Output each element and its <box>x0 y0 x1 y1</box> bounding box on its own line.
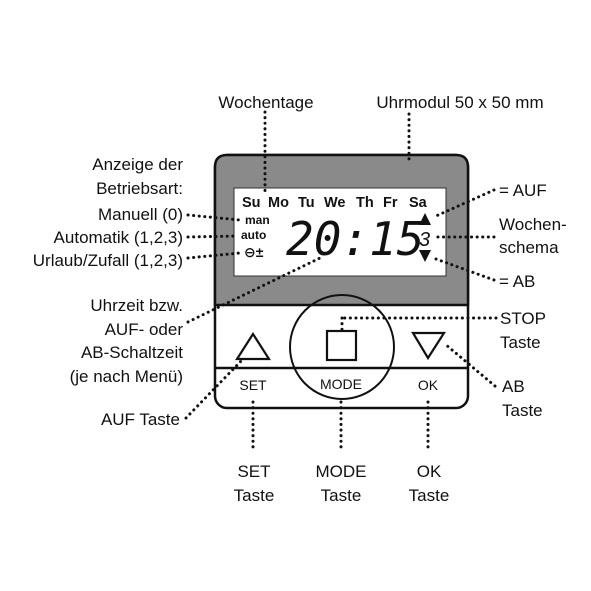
leader-ab <box>434 257 496 282</box>
lcd-mode-man: man <box>245 213 270 227</box>
label-set-1: SET <box>237 462 270 481</box>
label-time-4: (je nach Menü) <box>70 367 183 386</box>
label-time-3: AB-Schaltzeit <box>81 343 183 362</box>
leader-ab-key <box>443 342 497 388</box>
lcd-week-scheme-digit: 3 <box>419 229 430 251</box>
lcd-day-sa: Sa <box>409 195 428 211</box>
label-auf: = AUF <box>499 181 547 200</box>
label-week-1: Wochen- <box>499 215 567 234</box>
label-mode-2: Taste <box>321 486 362 505</box>
up-button[interactable]: SET <box>234 331 272 393</box>
lcd-day-fr: Fr <box>383 195 398 211</box>
leader-auf <box>434 188 496 218</box>
lcd-day-mo: Mo <box>268 195 289 211</box>
label-mode-display-1: Anzeige der <box>92 155 183 174</box>
label-vacation: Urlaub/Zufall (1,2,3) <box>33 251 183 270</box>
callout-labels: Wochentage Uhrmodul 50 x 50 mm Anzeige d… <box>33 93 567 505</box>
label-ab-key-2: Taste <box>502 401 543 420</box>
leader-time <box>186 256 322 324</box>
leader-vacation <box>186 251 242 260</box>
mode-button[interactable]: MODE <box>289 294 395 400</box>
label-time-2: AUF- oder <box>105 320 184 339</box>
lcd-time: 20:15 <box>286 212 424 266</box>
lcd-mode-auto: auto <box>241 228 266 242</box>
label-automatic: Automatik (1,2,3) <box>54 228 183 247</box>
label-mode-display-2: Betriebsart: <box>96 179 183 198</box>
down-button[interactable]: OK <box>411 331 447 393</box>
label-stop-1: STOP <box>500 309 546 328</box>
label-ok-2: Taste <box>409 486 450 505</box>
leader-manual <box>186 213 242 222</box>
lcd-day-we: We <box>324 195 346 211</box>
leader-lines <box>184 110 498 454</box>
clock-module <box>213 153 470 410</box>
label-week-2: schema <box>499 238 559 257</box>
lcd-content: Su Mo Tu We Th Fr Sa man auto ⊖± 20:15 3 <box>241 195 431 266</box>
mode-button-ring <box>289 294 395 400</box>
label-ab-key-1: AB <box>502 377 525 396</box>
lcd-day-su: Su <box>242 195 261 211</box>
ok-button-label: OK <box>418 377 439 393</box>
label-manual: Manuell (0) <box>98 205 183 224</box>
lcd-up-arrow-icon <box>419 213 431 225</box>
label-weekdays: Wochentage <box>218 93 313 112</box>
lcd-down-arrow-icon <box>419 250 431 262</box>
label-stop-2: Taste <box>500 333 541 352</box>
label-ok-1: OK <box>417 462 442 481</box>
lcd-screen <box>233 187 447 277</box>
label-up-key: AUF Taste <box>101 410 180 429</box>
mode-button-label: MODE <box>320 376 362 392</box>
set-button-label: SET <box>239 377 267 393</box>
stop-square-icon <box>325 329 358 362</box>
label-module: Uhrmodul 50 x 50 mm <box>376 93 543 112</box>
lcd-day-th: Th <box>356 195 374 211</box>
up-triangle-icon <box>234 331 272 361</box>
label-set-2: Taste <box>234 486 275 505</box>
label-time-1: Uhrzeit bzw. <box>90 296 183 315</box>
lcd-day-tu: Tu <box>298 195 315 211</box>
device-buttons: SET MODE OK <box>234 294 447 400</box>
lcd-timer-symbol: ⊖± <box>244 244 264 260</box>
down-triangle-icon <box>411 331 447 361</box>
label-ab: = AB <box>499 272 535 291</box>
label-mode-1: MODE <box>316 462 367 481</box>
